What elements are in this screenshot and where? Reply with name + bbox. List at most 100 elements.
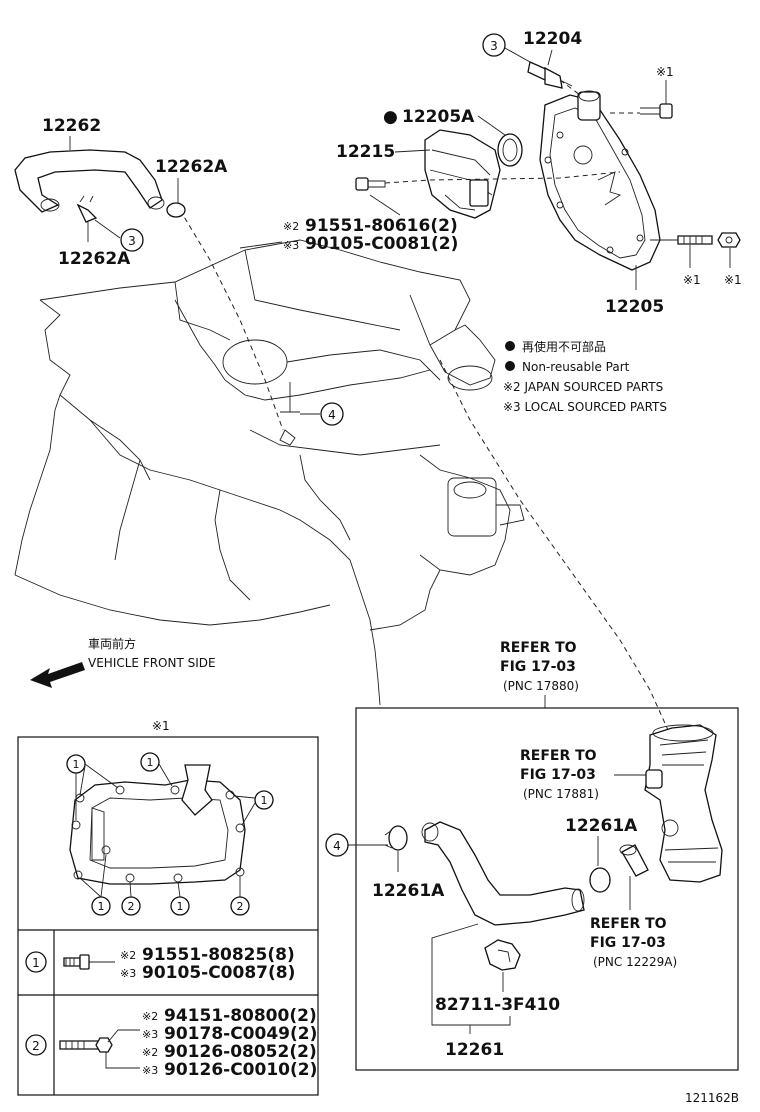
refer-bottom-line2: FIG 17-03 (590, 935, 666, 951)
dashed-leader (439, 359, 669, 731)
table-row-2: 2 ※2 94151-80800(2) ※3 90178-C0049(2) ※2… (25, 1006, 317, 1080)
leader-line (431, 923, 511, 1026)
row1-num: 1 (32, 956, 40, 970)
local-mark: ※3 (283, 239, 299, 252)
bolt-top-right (640, 103, 673, 119)
legend-nonreusable-en: Non-reusable Part (522, 360, 630, 374)
label-text: 2 (237, 900, 244, 913)
front-arrow-icon (30, 662, 85, 688)
dashed-leader (179, 209, 284, 431)
dashed-leader (384, 171, 621, 184)
vehicle-front-en: VEHICLE FRONT SIDE (88, 656, 216, 670)
nut-right (717, 232, 741, 248)
hose-12262 (14, 149, 165, 213)
label-text: 2 (128, 900, 135, 913)
row2-b-part: 90178-C0049(2) (164, 1024, 317, 1044)
part-label-12215: 12215 (336, 142, 395, 162)
row2-d-mark: ※3 (142, 1064, 158, 1077)
refer-mid-line2: FIG 17-03 (520, 767, 596, 783)
gasket-outline (69, 764, 246, 885)
legend-dot-en (505, 361, 515, 371)
callout-3-top: 3 (482, 33, 506, 57)
refer-mid-line1: REFER TO (520, 748, 597, 764)
clip-12262a-left (76, 195, 98, 223)
row2-a-part: 94151-80800(2) (164, 1006, 317, 1026)
dashed-leader (559, 79, 581, 96)
callout-3-hose: 3 (120, 228, 144, 252)
hose-detail-box (355, 707, 739, 1071)
gasket-ring-12205a (497, 133, 523, 167)
row1-part-japan: 91551-80825(8) (142, 945, 295, 965)
refer-top-line1: REFER TO (500, 640, 577, 656)
leader-line (477, 115, 506, 136)
label-text: 3 (128, 234, 136, 248)
row1-local-mark: ※3 (120, 967, 136, 980)
legend-dot-jp (505, 341, 515, 351)
callout-4-text: 4 (328, 408, 336, 422)
part-label-12261: 12261 (445, 1040, 504, 1060)
part-label-12205: 12205 (605, 297, 664, 317)
bolt-part-number-local: 90105-C0081(2) (305, 234, 458, 254)
part-label-12204: 12204 (523, 29, 582, 49)
clamp-82711 (484, 939, 521, 971)
pcv-valve-12204 (527, 61, 573, 89)
label-text: 1 (177, 900, 184, 913)
label-text: 1 (73, 758, 80, 771)
part-label-82711: 82711-3F410 (435, 995, 560, 1015)
row2-num: 2 (32, 1039, 40, 1053)
nonreusable-dot: ● (383, 107, 398, 127)
vehicle-front-jp: 車両前方 (88, 636, 136, 651)
engine-block-illustration (14, 239, 525, 706)
label-text: 1 (98, 900, 105, 913)
row2-d-part: 90126-C0010(2) (164, 1060, 317, 1080)
legend-local-sourced: ※3 LOCAL SOURCED PARTS (503, 400, 667, 414)
row2-b-mark: ※3 (142, 1028, 158, 1041)
air-intake-duct (644, 724, 723, 883)
part-label-12261a-right: 12261A (565, 816, 638, 836)
ref-mark-1-mid: ※1 (683, 273, 701, 287)
hose-12261 (421, 821, 585, 926)
label-text: 3 (490, 39, 498, 53)
refer-bottom-line1: REFER TO (590, 916, 667, 932)
leader-line (547, 49, 553, 66)
table-row-1: 1 ※2 91551-80825(8) ※3 90105-C0087(8) (25, 945, 295, 983)
bolt-part-number-japan: 91551-80616(2) (305, 216, 458, 236)
callout-4-hose: 4 (325, 833, 349, 857)
japan-mark: ※2 (283, 220, 299, 233)
part-label-12262a-right: 12262A (155, 157, 228, 177)
label-text: 4 (333, 839, 341, 853)
leader-line (369, 194, 401, 216)
refer-mid-line3: (PNC 17881) (523, 787, 599, 801)
gasket-table (17, 736, 319, 1096)
ref-mark-1-top: ※1 (656, 65, 674, 79)
part-label-12205a: 12205A (402, 107, 475, 127)
refer-top-line3: (PNC 17880) (503, 679, 579, 693)
row2-a-mark: ※2 (142, 1010, 158, 1023)
refer-bottom-line3: (PNC 12229A) (593, 955, 677, 969)
ref-mark-1-right: ※1 (724, 273, 742, 287)
refer-top-line2: FIG 17-03 (500, 659, 576, 675)
clip-12261a-left (384, 825, 408, 851)
clip-12262a-right (166, 202, 186, 218)
clip-12261a-right (589, 867, 611, 893)
diagram-id: 121162B (685, 1091, 739, 1105)
part-label-12261a-left: 12261A (372, 881, 445, 901)
leader-line (504, 47, 531, 63)
ventilation-case-assembly (539, 90, 661, 271)
callout-4-engine: 4 (320, 402, 344, 426)
legend-nonreusable-jp: 再使用不可部品 (522, 339, 606, 354)
row1-part-local: 90105-C0087(8) (142, 963, 295, 983)
gasket-callouts: 1 1 1 1 1 2 2 (66, 752, 274, 916)
part-label-12262a-bottom: 12262A (58, 249, 131, 269)
ref-mark-1-box: ※1 (152, 719, 170, 733)
row1-japan-mark: ※2 (120, 949, 136, 962)
row2-c-part: 90126-08052(2) (164, 1042, 317, 1062)
row2-c-mark: ※2 (142, 1046, 158, 1059)
leader-line (239, 241, 283, 249)
leader-line (94, 219, 121, 239)
oil-separator-12215 (424, 129, 501, 219)
bolt-12215 (355, 177, 386, 191)
pipe-12261 (619, 844, 649, 877)
label-text: 1 (261, 794, 268, 807)
